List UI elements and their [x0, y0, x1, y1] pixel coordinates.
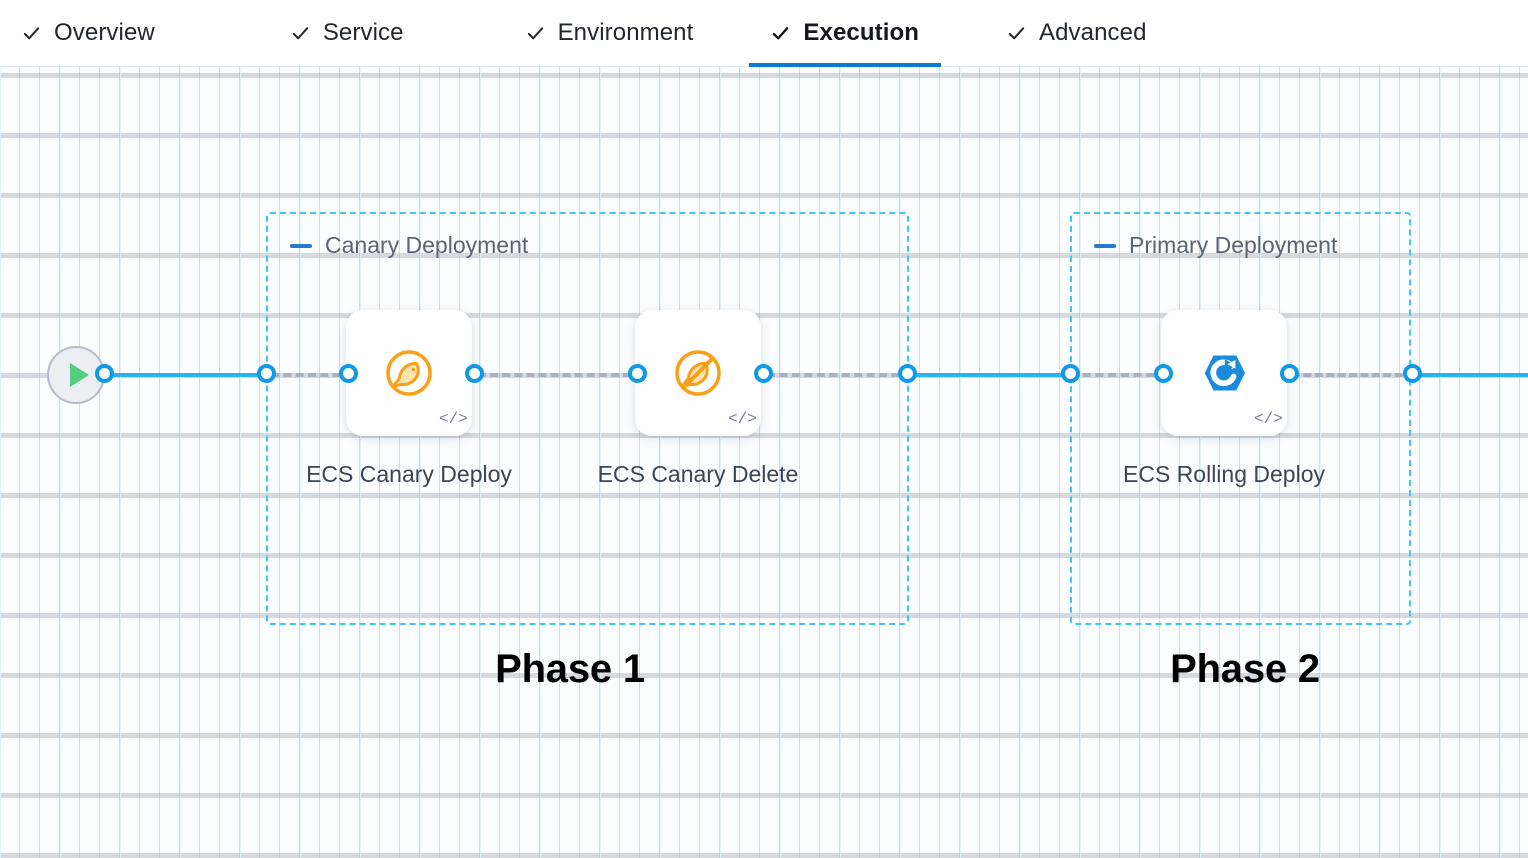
tab-advanced[interactable]: Advanced	[985, 0, 1169, 67]
code-icon: </>	[439, 410, 468, 428]
wizard-tab-bar: Overview Service Environment Execution A…	[0, 0, 1528, 67]
edge-start-to-group1	[100, 373, 275, 377]
edge-group2-to-next	[1413, 373, 1528, 377]
port-node1-out[interactable]	[465, 364, 484, 383]
ecs-rolling-hexagon-icon	[1196, 345, 1252, 401]
group-title: Primary Deployment	[1129, 232, 1338, 258]
node-label-ecs-canary-delete: ECS Canary Delete	[597, 461, 799, 487]
pipeline-start-node[interactable]	[47, 346, 105, 404]
check-icon	[1007, 24, 1026, 43]
port-group2-in[interactable]	[1061, 364, 1080, 383]
phase-caption-2: Phase 2	[1170, 647, 1320, 691]
pipeline-canvas[interactable]: Canary Deployment Primary Deployment	[0, 67, 1528, 858]
group-primary-deployment[interactable]: Primary Deployment	[1070, 212, 1411, 625]
group-header[interactable]: Primary Deployment	[1094, 234, 1337, 257]
port-node1-in[interactable]	[339, 364, 358, 383]
tab-label: Advanced	[1039, 19, 1147, 46]
port-node3-out[interactable]	[1280, 364, 1299, 383]
play-icon	[69, 363, 89, 387]
group-canary-deployment[interactable]: Canary Deployment	[266, 212, 909, 625]
port-node2-in[interactable]	[628, 364, 647, 383]
tab-label: Environment	[557, 19, 694, 46]
node-ecs-canary-delete[interactable]: </>	[635, 310, 761, 436]
tab-overview[interactable]: Overview	[0, 0, 177, 67]
node-ecs-canary-deploy[interactable]: </>	[346, 310, 472, 436]
canary-bird-strike-icon	[670, 345, 726, 401]
check-icon	[526, 24, 545, 43]
code-icon: </>	[1254, 410, 1283, 428]
tab-service[interactable]: Service	[269, 0, 426, 67]
active-tab-underline	[749, 62, 941, 67]
node-label-ecs-rolling-deploy: ECS Rolling Deploy	[1123, 461, 1325, 487]
canary-bird-icon	[381, 345, 437, 401]
edge-group1-entry-to-node1	[271, 373, 353, 377]
minus-icon[interactable]	[1094, 243, 1116, 248]
tab-execution[interactable]: Execution	[749, 0, 941, 67]
edge-group2-entry-to-node3	[1070, 373, 1167, 377]
port-node3-in[interactable]	[1154, 364, 1173, 383]
port-group1-out[interactable]	[898, 364, 917, 383]
port-start-out[interactable]	[95, 364, 114, 383]
tab-label: Service	[322, 19, 404, 46]
group-header[interactable]: Canary Deployment	[290, 234, 528, 257]
edge-node2-to-group1-exit	[767, 373, 912, 377]
edge-group1-to-group2	[908, 373, 1074, 377]
node-label-ecs-canary-deploy: ECS Canary Deploy	[306, 461, 512, 487]
tab-environment[interactable]: Environment	[504, 0, 716, 67]
group-title: Canary Deployment	[325, 232, 529, 258]
phase-caption-1: Phase 1	[495, 647, 645, 691]
tab-label: Execution	[803, 19, 919, 46]
edge-node3-to-group2-exit	[1292, 373, 1414, 377]
port-group1-in[interactable]	[257, 364, 276, 383]
edge-node1-to-node2	[478, 373, 643, 377]
check-icon	[22, 24, 41, 43]
node-ecs-rolling-deploy[interactable]: </>	[1161, 310, 1287, 436]
minus-icon[interactable]	[290, 243, 312, 248]
tab-label: Overview	[54, 19, 155, 46]
port-group2-out[interactable]	[1403, 364, 1422, 383]
port-node2-out[interactable]	[754, 364, 773, 383]
code-icon: </>	[728, 410, 757, 428]
check-icon	[771, 24, 790, 43]
check-icon	[291, 24, 310, 43]
